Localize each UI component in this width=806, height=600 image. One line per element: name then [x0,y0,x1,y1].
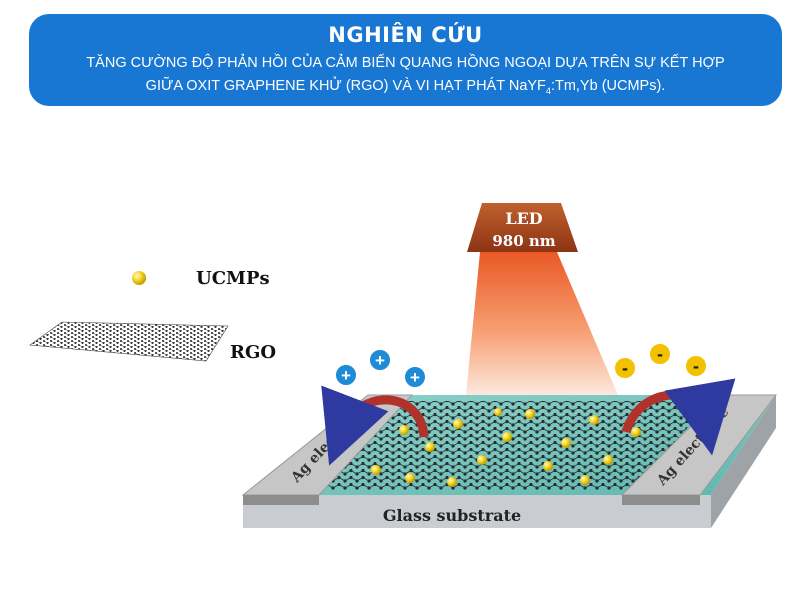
ucmp-particle [580,475,590,485]
led-box [467,203,578,252]
right-charge-arrow [621,378,736,456]
positive-charge: + [334,363,358,387]
header-banner: NGHIÊN CỨU TĂNG CƯỜNG ĐỘ PHẢN HỒI CỦA CẢ… [29,14,782,106]
header-subtitle: TĂNG CƯỜNG ĐỘ PHẢN HỒI CỦA CẢM BIẾN QUAN… [29,52,782,103]
subtitle-line-1: TĂNG CƯỜNG ĐỘ PHẢN HỒI CỦA CẢM BIẾN QUAN… [86,55,725,71]
positive-charge-label: + [341,366,351,385]
led-label-line2: 980 nm [492,232,555,250]
led-beam [466,252,618,395]
positive-charge-circle [334,363,358,387]
negative-charge: - [648,342,672,366]
negative-charge-label: - [693,356,699,376]
positive-charge-label: + [410,368,420,387]
negative-charge-label: - [657,344,663,364]
right-electrode-edge [622,495,700,505]
rgo-legend-sheet [29,321,229,362]
subtitle-line-2-main: GIỮA OXIT GRAPHENE KHỬ (RGO) VÀ VI HẠT P… [145,78,546,94]
ucmp-particle [477,455,487,465]
subtitle-subscript: 4 [545,85,551,96]
ucmp-particle [425,442,435,452]
ucmp-particle [405,473,415,483]
positive-charge: + [368,348,392,372]
header-title: NGHIÊN CỨU [328,23,483,47]
ucmp-particle [399,425,409,435]
led-label-line1: LED [505,209,542,228]
ucmp-particle [371,465,381,475]
left-charge-arrow [321,385,429,466]
rgo-film [318,401,704,490]
ucmp-particle [502,432,512,442]
negative-charge: - [613,356,637,380]
negative-charge-circle [684,354,708,378]
rgo-legend-label: RGO [230,342,276,363]
negative-charge-circle [648,342,672,366]
ucmp-legend-label: UCMPs [196,268,270,289]
ucmp-particle [453,419,463,429]
positive-charge: + [403,365,427,389]
ucmp-particles [371,408,641,487]
ucmp-particle [447,477,457,487]
ucmp-particle [525,409,535,419]
positive-charge-label: + [375,351,385,370]
ucmp-legend-ball [132,271,146,285]
positive-charge-circle [368,348,392,372]
positive-charge-circle [403,365,427,389]
left-electrode-edge [243,495,319,505]
ucmp-particle [543,461,553,471]
substrate-front [243,495,711,528]
negative-charge: - [684,354,708,378]
subtitle-line-2-end: :Tm,Yb (UCMPs). [550,78,666,94]
substrate-side [711,395,776,528]
subtitle-line-2: GIỮA OXIT GRAPHENE KHỬ (RGO) VÀ VI HẠT P… [29,75,782,103]
negative-charge-label: - [622,358,628,378]
ucmp-particle [494,408,502,416]
negative-charge-circle [613,356,637,380]
ucmp-particle [561,438,571,448]
substrate-label: Glass substrate [383,506,521,525]
ucmp-particle [631,427,641,437]
ucmp-particle [603,455,613,465]
ucmp-particle [589,415,599,425]
